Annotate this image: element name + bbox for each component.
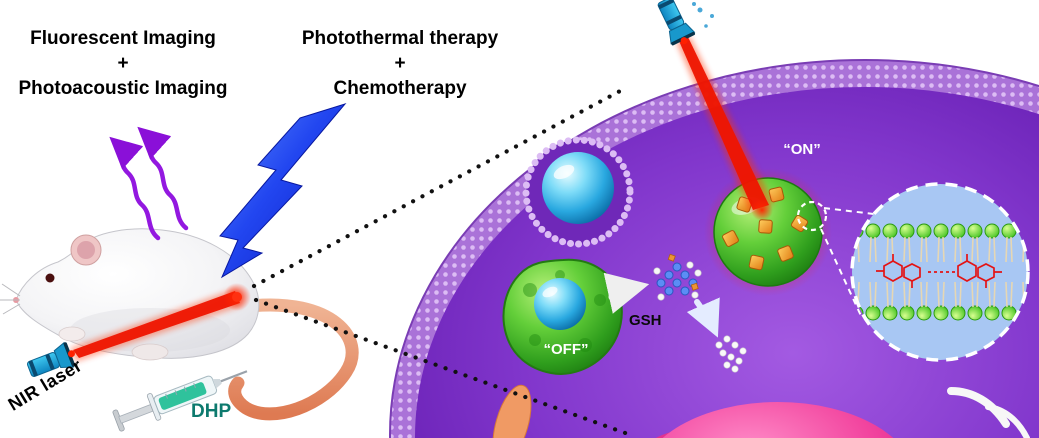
imaging-line-2: Photoacoustic Imaging xyxy=(18,78,228,99)
dye-molecules xyxy=(876,254,1002,288)
off-cargo-sphere xyxy=(534,278,586,330)
zoom-link-lines xyxy=(796,200,875,319)
therapy-label: Photothermal therapy + Chemotherapy xyxy=(278,26,522,101)
nucleus xyxy=(662,402,894,438)
endocytosis-pocket xyxy=(522,136,634,248)
release-arrow xyxy=(686,297,720,338)
laser-beam-cell xyxy=(676,36,774,221)
magnification-cone-lines xyxy=(251,87,631,437)
nir-flashlight-top xyxy=(657,0,696,46)
nir-flashlight-bottom xyxy=(26,341,76,377)
specks xyxy=(692,2,714,28)
on-state-label: “ON” xyxy=(783,141,821,158)
imaging-line-1: Fluorescent Imaging xyxy=(30,28,216,49)
lightning-bolt-icon xyxy=(219,103,347,279)
released-molecules xyxy=(653,253,702,301)
lipid-bilayer-zoom xyxy=(850,182,1030,362)
laser-beam-mouse xyxy=(70,283,251,362)
emission-arrows xyxy=(109,126,189,241)
released-drug-dots xyxy=(715,335,747,373)
mouse-eye xyxy=(45,273,55,283)
imaging-plus: + xyxy=(117,53,129,74)
mouse-tail xyxy=(228,298,359,421)
gsh-arrow xyxy=(603,272,650,314)
off-state-label: “OFF” xyxy=(543,341,589,358)
cargo-sphere xyxy=(542,152,614,224)
cell-illustration xyxy=(389,59,1039,438)
drug-cubes xyxy=(722,186,809,271)
syringe-icon xyxy=(112,370,248,432)
imaging-label: Fluorescent Imaging + Photoacoustic Imag… xyxy=(4,26,242,101)
therapy-plus: + xyxy=(394,53,406,74)
mouse-whiskers xyxy=(0,283,21,315)
dhp-label: DHP xyxy=(191,401,232,422)
nanoparticle-on xyxy=(704,168,832,296)
gsh-label: GSH xyxy=(629,312,662,329)
organelle xyxy=(492,384,532,438)
therapy-line-2: Chemotherapy xyxy=(333,78,467,99)
therapy-line-1: Photothermal therapy xyxy=(301,28,499,49)
secretion-arrows xyxy=(947,387,1030,438)
